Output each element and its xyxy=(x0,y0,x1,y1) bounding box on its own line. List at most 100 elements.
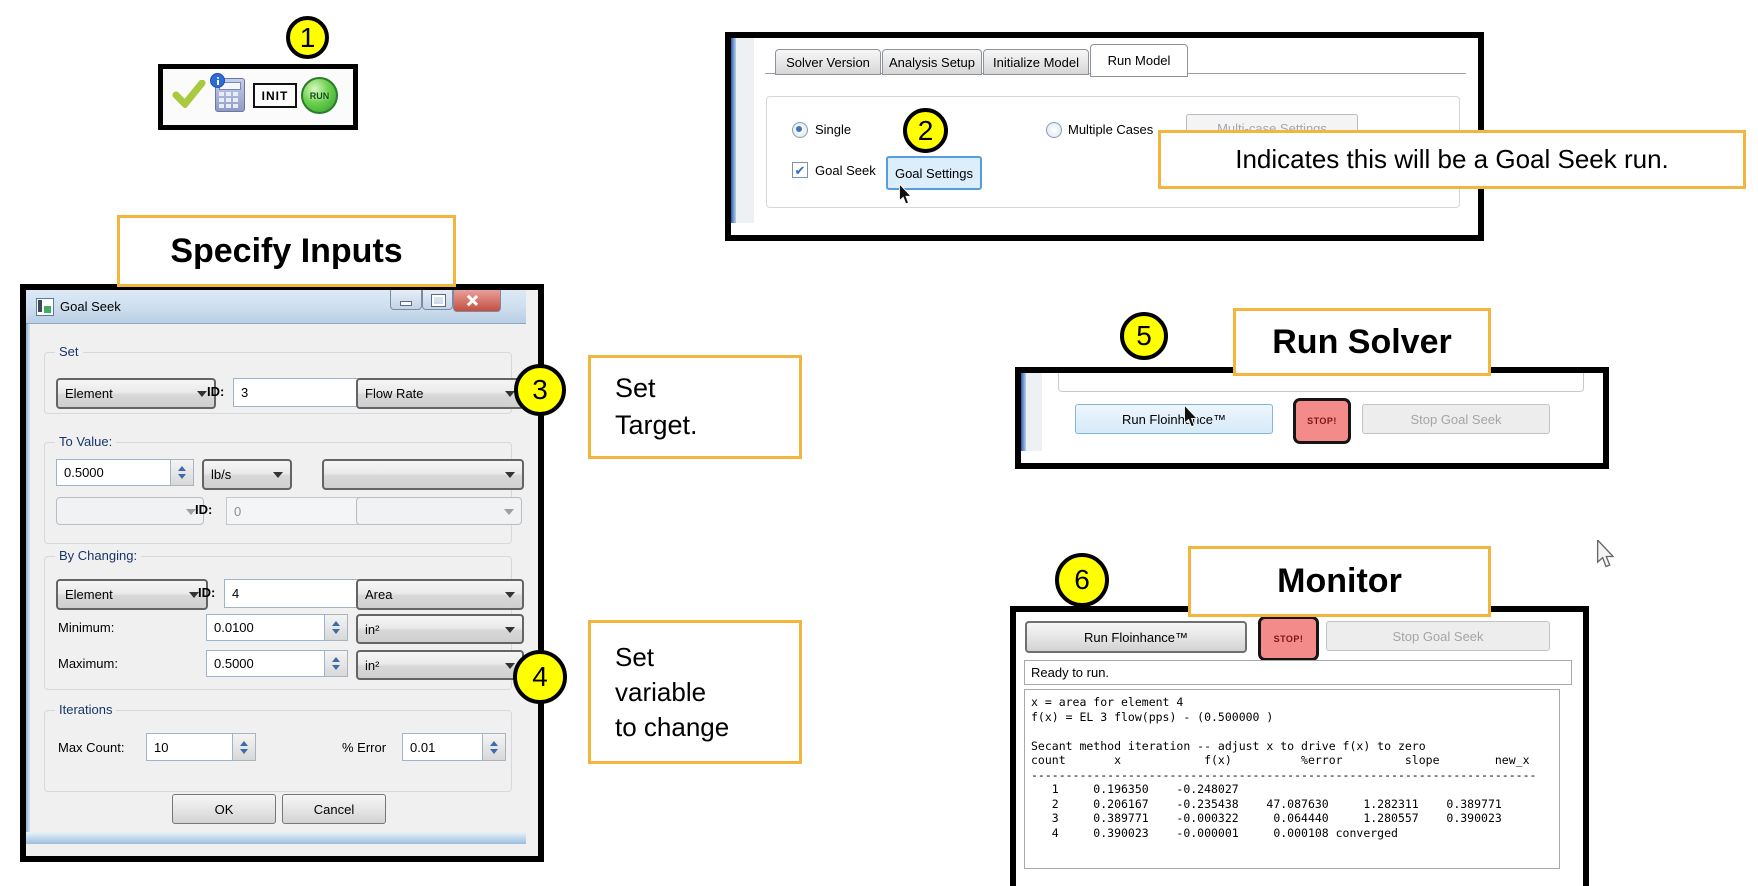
cancel-button[interactable]: Cancel xyxy=(282,794,386,824)
calculator-keys xyxy=(219,92,241,108)
tab-run-model[interactable]: Run Model xyxy=(1090,44,1188,77)
max-count-input[interactable]: 10 xyxy=(146,733,233,761)
by-changing-type-dropdown[interactable]: Element xyxy=(56,579,208,610)
set-groupbox: Set xyxy=(44,344,512,414)
minimum-units-dropdown[interactable]: in² xyxy=(356,614,524,644)
to-value-units: lb/s xyxy=(211,467,232,482)
multiple-cases-label: Multiple Cases xyxy=(1068,122,1154,137)
to-value-ref-dropdown[interactable] xyxy=(322,459,524,490)
tab-initialize-model[interactable]: Initialize Model xyxy=(983,49,1089,75)
dropdown-arrow-icon xyxy=(197,391,207,402)
dropdown-arrow-icon xyxy=(505,662,515,674)
minimum-spinner[interactable]: 0.0100 xyxy=(206,614,348,641)
tab-solver-version[interactable]: Solver Version xyxy=(775,49,881,75)
info-badge-icon xyxy=(210,73,225,88)
validate-check-icon[interactable] xyxy=(171,80,207,108)
minimum-input[interactable]: 0.0100 xyxy=(206,614,325,641)
goal-seek-label: Goal Seek xyxy=(815,163,876,178)
specify-inputs-title: Specify Inputs xyxy=(117,215,456,287)
maximize-button[interactable] xyxy=(422,290,453,310)
spin-buttons[interactable] xyxy=(325,614,348,641)
to-value-type2-dropdown[interactable] xyxy=(56,497,204,525)
run-floinhance-button[interactable]: Run Floinhance™ xyxy=(1025,621,1247,653)
set-type-dropdown[interactable]: Element xyxy=(56,378,216,409)
stop-button[interactable]: STOP! xyxy=(1293,398,1351,444)
to-value-id-input[interactable]: 0 xyxy=(226,497,364,525)
spin-down-icon xyxy=(178,474,186,483)
set-target-callout: Set Target. xyxy=(588,355,802,459)
to-value-id-label: ID: xyxy=(195,502,213,517)
set-param-dropdown[interactable]: Flow Rate xyxy=(356,378,524,409)
to-value-spinner[interactable]: 0.5000 xyxy=(56,459,194,486)
dropdown-arrow-icon xyxy=(505,472,515,483)
mouse-cursor-icon xyxy=(1596,540,1614,568)
iterations-groupbox: Iterations xyxy=(44,702,512,792)
spin-up-icon xyxy=(332,617,340,626)
set-id-label: ID: xyxy=(207,384,225,399)
spin-buttons[interactable] xyxy=(171,459,194,486)
by-changing-group-label: By Changing: xyxy=(55,548,142,563)
console-output: x = area for element 4 f(x) = EL 3 flow(… xyxy=(1031,695,1537,840)
maximum-label: Maximum: xyxy=(58,656,118,671)
window-edge xyxy=(26,323,30,832)
single-radio[interactable] xyxy=(792,122,808,138)
to-value-units-dropdown[interactable]: lb/s xyxy=(202,459,292,490)
minimize-button[interactable] xyxy=(390,290,422,310)
dropdown-arrow-icon xyxy=(505,391,515,402)
spin-down-icon xyxy=(490,748,498,758)
spin-up-icon xyxy=(490,737,498,746)
spin-buttons[interactable] xyxy=(233,733,256,761)
to-value-param2-dropdown[interactable] xyxy=(356,497,522,525)
spin-buttons[interactable] xyxy=(483,733,506,761)
set-type-value: Element xyxy=(65,386,113,401)
spin-buttons[interactable] xyxy=(325,650,348,677)
calculator-icon[interactable] xyxy=(210,73,245,112)
percent-error-label: % Error xyxy=(342,740,387,755)
spin-down-icon xyxy=(332,629,340,638)
goal-seek-checkbox[interactable]: ✔ xyxy=(792,162,808,178)
iterations-group-label: Iterations xyxy=(55,702,117,717)
max-count-spinner[interactable]: 10 xyxy=(146,733,256,761)
by-changing-param-dropdown[interactable]: Area xyxy=(356,579,524,610)
stop-button[interactable]: STOP! xyxy=(1258,616,1319,661)
tab-analysis-setup[interactable]: Analysis Setup xyxy=(882,49,982,75)
goal-seek-run-callout: Indicates this will be a Goal Seek run. xyxy=(1158,130,1746,189)
step-badge-6: 6 xyxy=(1055,553,1109,607)
maximum-spinner[interactable]: 0.5000 xyxy=(206,650,348,677)
maximum-units-dropdown[interactable]: in² xyxy=(356,650,524,680)
dropdown-arrow-icon xyxy=(504,508,514,520)
step-badge-1: 1 xyxy=(286,16,329,59)
run-button[interactable]: RUN xyxy=(301,77,338,114)
window-edge xyxy=(1021,373,1026,451)
set-param-value: Flow Rate xyxy=(365,386,424,401)
monitor-title: Monitor xyxy=(1188,546,1491,617)
multiple-cases-radio[interactable] xyxy=(1046,122,1062,138)
run-floinhance-button[interactable]: Run Floinhance™ xyxy=(1075,404,1273,434)
ok-button[interactable]: OK xyxy=(172,794,276,824)
step-badge-4: 4 xyxy=(513,650,567,704)
set-group-label: Set xyxy=(55,344,83,359)
dropdown-arrow-icon xyxy=(505,592,515,603)
window-margin xyxy=(1026,373,1042,451)
maximum-input[interactable]: 0.5000 xyxy=(206,650,325,677)
single-label: Single xyxy=(815,122,852,137)
by-changing-id-input[interactable]: 4 xyxy=(224,579,364,608)
maximum-units: in² xyxy=(365,657,380,673)
stop-goal-seek-button[interactable]: Stop Goal Seek xyxy=(1326,621,1550,651)
minimum-units: in² xyxy=(365,621,380,637)
to-value-input[interactable]: 0.5000 xyxy=(56,459,171,486)
set-variable-callout: Set variable to change xyxy=(588,620,802,764)
goal-settings-button[interactable]: Goal Settings xyxy=(886,156,982,190)
spin-up-icon xyxy=(332,653,340,662)
percent-error-spinner[interactable]: 0.01 xyxy=(402,733,506,761)
cursor-icon xyxy=(899,184,912,205)
spin-up-icon xyxy=(240,737,248,746)
window-bottom-edge xyxy=(26,832,526,844)
init-button[interactable]: INIT xyxy=(253,83,297,108)
check-icon: ✔ xyxy=(794,162,806,178)
percent-error-input[interactable]: 0.01 xyxy=(402,733,483,761)
minimize-icon xyxy=(400,301,412,306)
stop-goal-seek-button[interactable]: Stop Goal Seek xyxy=(1362,404,1550,434)
set-id-input[interactable]: 3 xyxy=(233,378,365,407)
close-button[interactable] xyxy=(453,290,501,312)
